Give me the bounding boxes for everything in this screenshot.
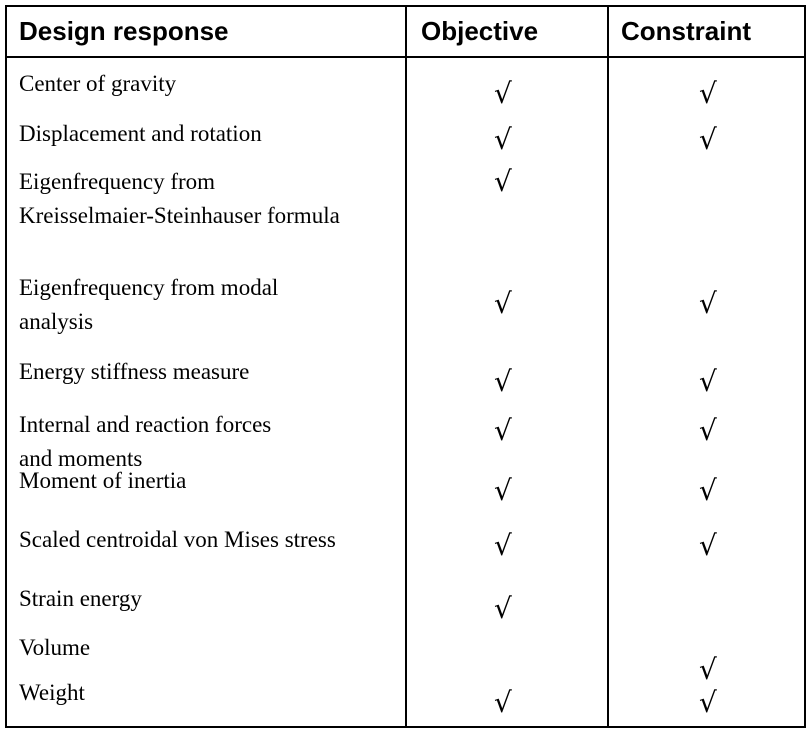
header-constraint: Constraint	[621, 16, 751, 46]
row-label: Internal and reaction forces and moments	[19, 412, 272, 471]
objective-check-icon: √	[494, 474, 512, 507]
row-label: Scaled centroidal von Mises stress	[19, 527, 336, 552]
objective-check-icon: √	[494, 165, 512, 198]
objective-check-icon: √	[494, 414, 512, 447]
constraint-check-icon: √	[699, 653, 717, 686]
constraint-check-icon: √	[699, 686, 717, 719]
objective-check-icon: √	[494, 77, 512, 110]
constraint-check-icon: √	[699, 529, 717, 562]
row-label: Weight	[19, 680, 85, 705]
constraint-check-icon: √	[699, 123, 717, 156]
row-label: Moment of inertia	[19, 468, 187, 493]
row-label: Strain energy	[19, 586, 142, 611]
row-label: Eigenfrequency from Kreisselmaier-Steinh…	[19, 169, 340, 228]
objective-check-icon: √	[494, 529, 512, 562]
design-response-table: Design response Objective Constraint Cen…	[5, 5, 806, 728]
constraint-check-icon: √	[699, 287, 717, 320]
row-label: Volume	[19, 635, 91, 660]
row-label: Center of gravity	[19, 71, 177, 96]
constraint-check-icon: √	[699, 414, 717, 447]
header-design-response: Design response	[19, 16, 229, 46]
constraint-check-icon: √	[699, 474, 717, 507]
row-label: Displacement and rotation	[19, 121, 262, 146]
row-label: Energy stiffness measure	[19, 359, 250, 384]
objective-check-icon: √	[494, 365, 512, 398]
objective-check-icon: √	[494, 123, 512, 156]
objective-check-icon: √	[494, 287, 512, 320]
header-objective: Objective	[421, 16, 539, 46]
constraint-check-icon: √	[699, 77, 717, 110]
column-divider-2	[607, 7, 609, 726]
constraint-check-icon: √	[699, 365, 717, 398]
objective-check-icon: √	[494, 592, 512, 625]
column-divider-1	[405, 7, 407, 726]
row-label: Eigenfrequency from modal analysis	[19, 275, 279, 334]
objective-check-icon: √	[494, 686, 512, 719]
